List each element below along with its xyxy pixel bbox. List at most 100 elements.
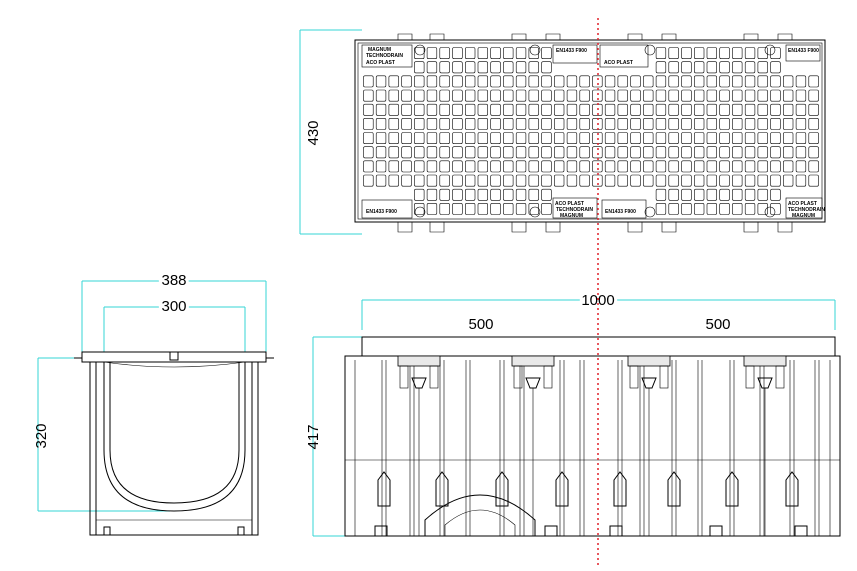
grate-slot (630, 118, 641, 130)
grate-slot (604, 89, 616, 102)
grate-slot (643, 174, 654, 187)
grate-slot (515, 103, 527, 116)
grate-slot (414, 103, 425, 116)
grate-slot (401, 146, 412, 159)
grate-slot (604, 118, 616, 130)
grate-slot (681, 47, 692, 59)
grate-slot (388, 132, 399, 144)
grate-slot (464, 174, 476, 187)
grate-slot (414, 118, 425, 130)
marking-model-rb: MAGNUM (792, 213, 815, 219)
grate-slot (503, 146, 514, 159)
grate-slot (579, 174, 590, 187)
grate-slot (490, 75, 501, 88)
grate-slot (630, 132, 641, 144)
grate-tab-bottom (743, 222, 759, 233)
grate-slot (452, 174, 463, 187)
grate-slot (655, 146, 667, 159)
grate-slot (477, 160, 488, 173)
grate-slot (719, 174, 730, 187)
grate-slot (579, 160, 590, 173)
grate-slot (719, 103, 730, 116)
grate-tab-top (661, 33, 677, 40)
grate-slot (668, 188, 679, 201)
grate-slot (706, 61, 717, 74)
grate-slot (693, 203, 705, 215)
grate-slot (464, 47, 476, 59)
grate-slot (604, 103, 616, 116)
grate-slot (681, 118, 692, 130)
grate-slot (643, 75, 654, 88)
marking-brand-mt: ACO PLAST (604, 60, 633, 66)
grate-slot (439, 132, 450, 144)
side-foot (609, 525, 623, 536)
grate-marking-mid-top: EN1433 F900 ACO PLAST (552, 44, 649, 68)
grate-slot (528, 89, 539, 102)
grate-slot (414, 160, 425, 173)
grate-slot (541, 188, 552, 201)
grate-slot (693, 89, 705, 102)
grate-slot (566, 118, 578, 130)
grate-slot (401, 174, 412, 187)
grate-slot (541, 89, 552, 102)
grate-slot (617, 89, 628, 102)
grate-slot (706, 203, 717, 215)
grate-slot (706, 47, 717, 59)
grate-slot (770, 103, 781, 116)
grate-slot (503, 118, 514, 130)
grate-slot (388, 89, 399, 102)
grate-slot (719, 47, 730, 59)
grate-slot (477, 61, 488, 74)
grate-slot (719, 203, 730, 215)
grate-slot (477, 174, 488, 187)
grate-slot (808, 160, 819, 173)
marking-model-tl: MAGNUM (368, 47, 391, 53)
grate-slot (706, 174, 717, 187)
grate-slot (452, 118, 463, 130)
grate-slot (566, 75, 578, 88)
grate-tabs (397, 33, 793, 233)
grate-slot (541, 203, 552, 215)
channel-side-view: 1000 500 500 417 (305, 289, 841, 537)
side-foot (544, 525, 558, 536)
grate-tab-bottom (661, 222, 677, 233)
grate-slot (439, 174, 450, 187)
grate-bolt-hole (529, 44, 541, 56)
grate-slot (426, 174, 438, 187)
grate-slot (732, 75, 743, 88)
grate-slot (579, 146, 590, 159)
lock-bolt (429, 365, 439, 389)
grate-slot (553, 89, 565, 102)
grate-slot (770, 146, 781, 159)
grate-slot (617, 118, 628, 130)
grate-slot (528, 203, 539, 215)
dim-half-left-label: 500 (468, 316, 493, 333)
grate-tab-top (743, 33, 759, 40)
grate-slot (693, 132, 705, 144)
grate-slot (464, 160, 476, 173)
grate-slot (464, 61, 476, 74)
grate-slot (617, 174, 628, 187)
grate-slot (439, 61, 450, 74)
grate-slot (617, 146, 628, 159)
grate-slot (693, 118, 705, 130)
grate-slot (452, 103, 463, 116)
side-ribs (377, 360, 820, 536)
grate-slot (579, 103, 590, 116)
grate-slot (706, 103, 717, 116)
grate-slot (770, 89, 781, 102)
grate-slot (693, 188, 705, 201)
grate-slot (617, 103, 628, 116)
grate-slot (426, 132, 438, 144)
marking-brand-rb: ACO PLAST (788, 201, 817, 207)
grate-slot (490, 89, 501, 102)
side-rib-slot (495, 471, 509, 507)
grate-slot (732, 103, 743, 116)
grate-slot (732, 89, 743, 102)
grate-tab-bottom (777, 222, 793, 233)
grate-slot (375, 118, 387, 130)
grate-slot (452, 75, 463, 88)
grate-slot (655, 188, 667, 201)
grate-slot (452, 146, 463, 159)
grate-slot (515, 160, 527, 173)
